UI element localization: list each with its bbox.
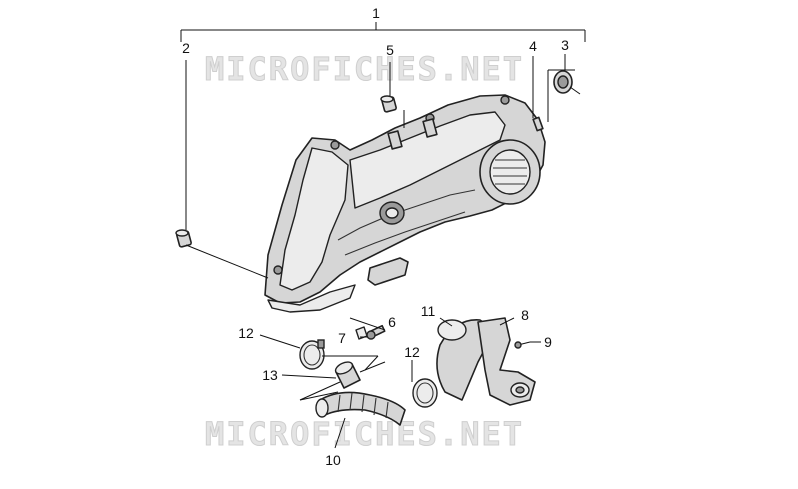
callout-8: 8 — [521, 307, 529, 323]
callout-6: 6 — [388, 314, 396, 330]
air-duct-10 — [315, 391, 406, 426]
callout-7: 7 — [338, 330, 346, 346]
leader-lines — [185, 54, 575, 449]
callout-3: 3 — [561, 37, 569, 53]
callout-5: 5 — [386, 42, 394, 58]
bolt-6 — [366, 324, 386, 340]
sleeve-13 — [334, 361, 361, 389]
bracket-8 — [477, 317, 536, 406]
callout-13: 13 — [262, 367, 278, 383]
callout-11: 11 — [421, 303, 436, 319]
callout-12-left: 12 — [238, 325, 254, 341]
transmission-cover — [264, 94, 546, 313]
callout-10: 10 — [325, 452, 341, 468]
dowel-pin-2 — [175, 229, 192, 248]
callout-4: 4 — [529, 38, 537, 54]
hose-clamp-12-right — [412, 378, 438, 408]
hose-clamp-12-left — [299, 339, 325, 370]
watermark-bottom: MICROFICHES.NET — [205, 415, 524, 453]
callout-12-right: 12 — [404, 344, 420, 360]
callout-1: 1 — [372, 5, 380, 21]
callout-9: 9 — [544, 334, 552, 350]
seal-3 — [553, 70, 581, 95]
callout-2: 2 — [182, 40, 190, 56]
clip-7 — [355, 326, 368, 340]
stud-4 — [532, 116, 544, 132]
screw-9 — [514, 341, 531, 349]
callout-1-bracket — [180, 22, 586, 42]
dowel-pin-5 — [380, 95, 397, 113]
watermark-top: MICROFICHES.NET — [205, 50, 524, 88]
